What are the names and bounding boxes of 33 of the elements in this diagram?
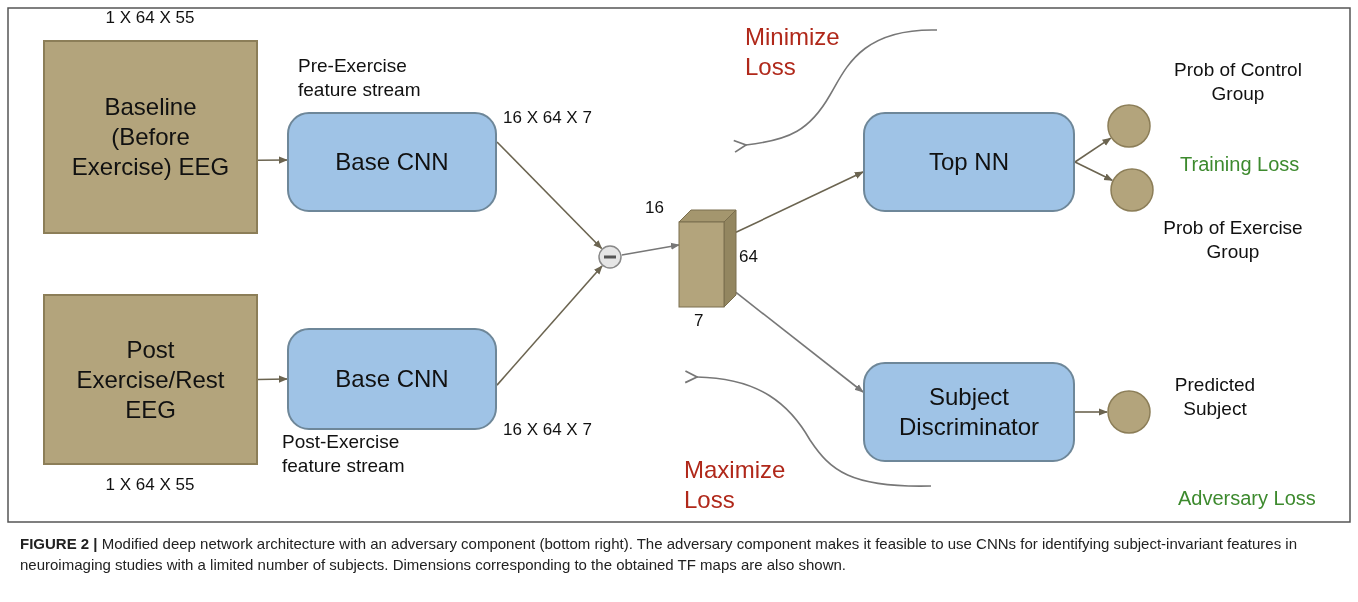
arrow	[496, 141, 603, 250]
dimension-label: 1 X 64 X 55	[104, 474, 196, 496]
arrow	[1074, 137, 1112, 163]
arrow	[735, 171, 864, 234]
stream-label: Post-Exercise feature stream	[282, 430, 406, 478]
figure-caption: FIGURE 2 | Modified deep network architecture with an adversary component (bottom right). The adversary component makes it feasible to use CNNs for identifying subject-invariant features in neuroimaging studies with a limited number of subjects. Dimensions corresponding to the obtained TF maps are also shown.	[20, 534, 1299, 575]
dimension-label: 7	[694, 310, 705, 332]
dimension-label: 16	[645, 197, 665, 219]
arrow	[257, 375, 288, 383]
output-label: Predicted Subject	[1173, 373, 1257, 421]
box-label: Base CNN	[334, 364, 450, 394]
box-label: Baseline (Before Exercise) EEG	[70, 92, 231, 182]
box-label: Subject Discriminator	[898, 382, 1040, 442]
arrow	[496, 265, 603, 386]
stream-label: Pre-Exercise feature stream	[298, 54, 422, 102]
output-label: Prob of Control Group	[1173, 58, 1303, 106]
arrow	[257, 156, 288, 164]
arrow	[1074, 161, 1114, 182]
box-label: Base CNN	[334, 147, 450, 177]
loss-label: Adversary Loss	[1178, 486, 1317, 511]
box-label: Post Exercise/Rest EEG	[75, 334, 226, 425]
loss-label: Minimize Loss	[745, 22, 841, 82]
box-label: Top NN	[928, 147, 1010, 177]
dimension-label: 1 X 64 X 55	[104, 7, 196, 29]
dimension-label: 64	[739, 246, 759, 268]
dimension-label: 16 X 64 X 7	[503, 107, 593, 129]
dimension-label: 16 X 64 X 7	[503, 419, 593, 441]
arrow	[621, 242, 680, 256]
output-label: Prob of Exercise Group	[1162, 216, 1304, 264]
arrow	[735, 291, 864, 393]
loss-label: Maximize Loss	[684, 455, 787, 515]
arrow	[1074, 408, 1108, 416]
loss-label: Training Loss	[1180, 152, 1301, 177]
